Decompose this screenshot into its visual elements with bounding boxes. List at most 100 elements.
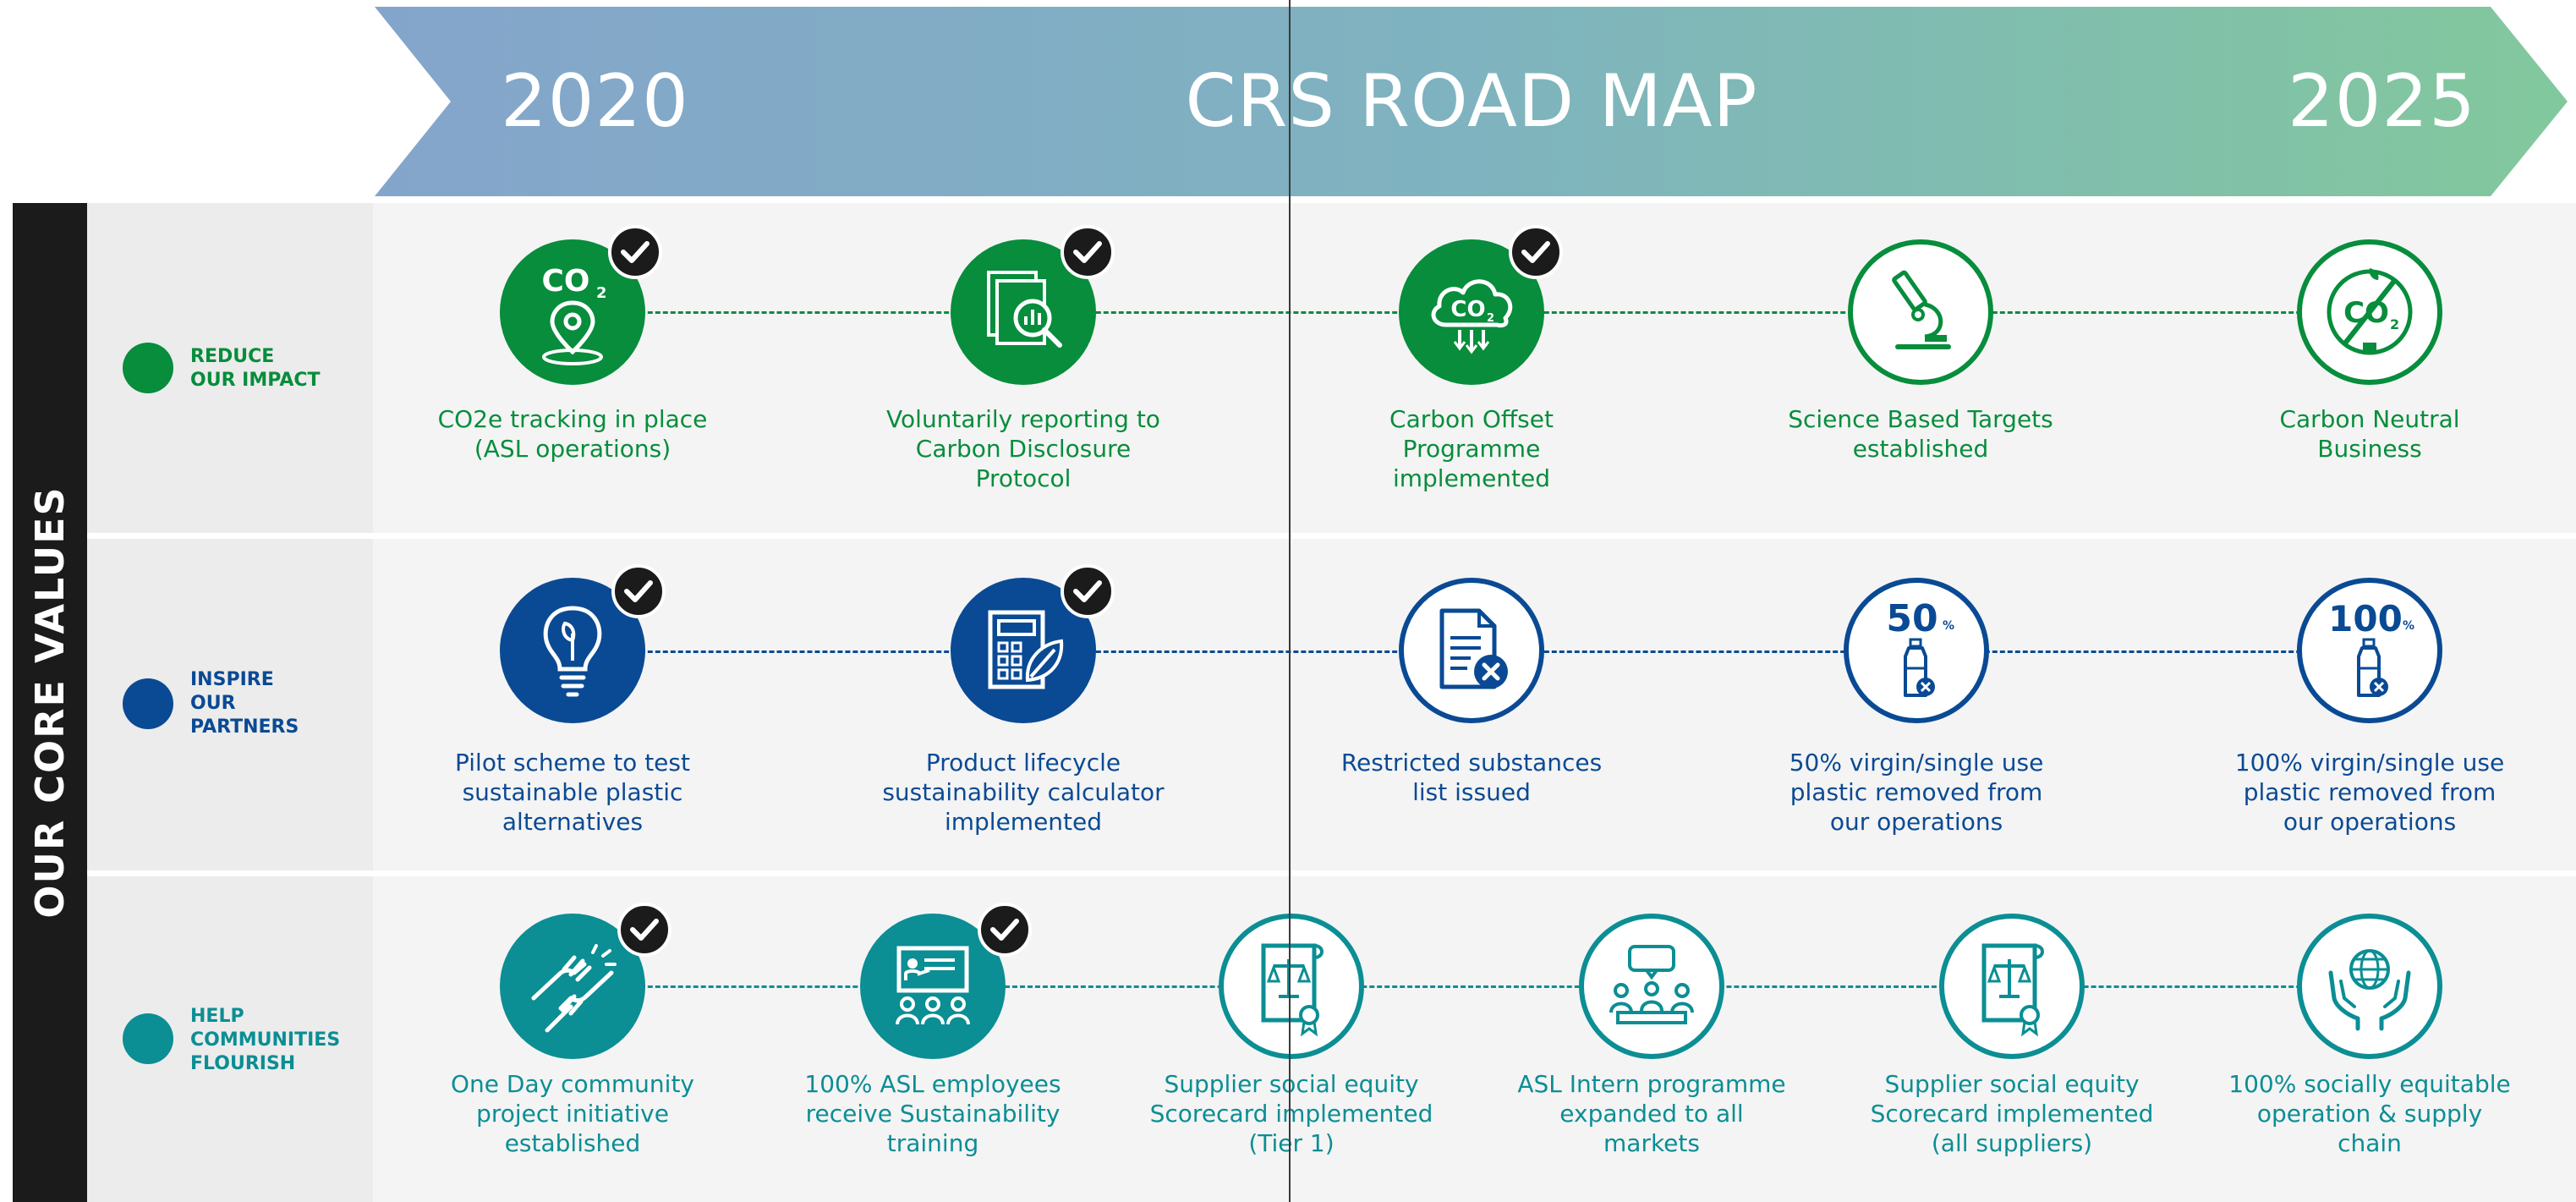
caption-line: project initiative: [476, 1100, 669, 1128]
caption-line: (all suppliers): [1931, 1129, 2093, 1157]
milestone-caption: 100% socially equitable operation & supp…: [2226, 1069, 2513, 1158]
caption-line: sustainability calculator: [882, 778, 1165, 806]
caption-line: receive Sustainability: [805, 1100, 1061, 1128]
caption-line: alternatives: [501, 808, 644, 836]
milestone-caption: 100% ASL employees receive Sustainabilit…: [789, 1069, 1077, 1158]
milestone-science-targets: [1848, 239, 1993, 385]
caption-line: Pilot scheme to test: [455, 749, 690, 777]
milestone-caption: Supplier social equity Scorecard impleme…: [1868, 1069, 2156, 1158]
calculator-leaf-icon: [988, 610, 1064, 689]
svg-text:2: 2: [596, 284, 607, 302]
caption-line: list issued: [1412, 778, 1531, 806]
milestone-plastic-50: 50 %: [1844, 578, 1989, 723]
caption-line: Voluntarily reporting to: [886, 405, 1160, 433]
svg-text:2: 2: [1487, 312, 1494, 325]
badge-number: 100: [2328, 598, 2403, 639]
core-values-band: OUR CORE VALUES: [13, 203, 87, 1202]
reduce-dot: [123, 343, 173, 393]
no-co2-plug-icon: CO 2: [2327, 268, 2413, 355]
milestone-caption: Carbon Offset Programme implemented: [1328, 404, 1615, 493]
row-label-line: PARTNERS: [190, 716, 299, 738]
svg-text:CO: CO: [1450, 297, 1485, 322]
caption-line: chain: [2338, 1129, 2402, 1157]
document-x-icon: [1439, 608, 1508, 689]
row-label-reduce: REDUCE OUR IMPACT: [190, 345, 321, 392]
svg-text:2: 2: [2390, 316, 2399, 332]
row-label-line: OUR: [190, 693, 236, 714]
milestone-caption: Pilot scheme to test sustainable plastic…: [429, 748, 716, 837]
report-magnifier-icon: [987, 271, 1062, 348]
caption-line: (ASL operations): [474, 435, 671, 463]
caption-line: Scorecard implemented: [1870, 1100, 2154, 1128]
milestone-scorecard-all: [1939, 914, 2085, 1059]
caption-line: implemented: [944, 808, 1103, 836]
milestone-caption: ASL Intern programme expanded to all mar…: [1508, 1069, 1795, 1158]
caption-line: Scorecard implemented: [1149, 1100, 1433, 1128]
completed-check-icon: [611, 564, 666, 618]
row-content-communities: [373, 876, 2576, 1202]
milestone-caption: Voluntarily reporting to Carbon Disclosu…: [880, 404, 1167, 493]
team-meeting-icon: [1609, 945, 1694, 1024]
globe-in-hands-icon: [2328, 949, 2411, 1031]
caption-line: 100% virgin/single use: [2234, 749, 2505, 777]
row-label-line: INSPIRE: [190, 669, 274, 690]
milestone-caption: Science Based Targets established: [1777, 404, 2064, 464]
row-label-line: REDUCE: [190, 346, 275, 367]
caption-line: our operations: [1829, 808, 2003, 836]
completed-check-icon: [978, 903, 1032, 957]
milestone-equitable-supply-chain: [2297, 914, 2442, 1059]
microscope-icon: [1892, 270, 1951, 349]
caption-line: Supplier social equity: [1884, 1070, 2140, 1098]
caption-line: plastic removed from: [1789, 778, 2043, 806]
caption-line: Carbon Disclosure Protocol: [915, 435, 1132, 492]
row-label-inspire: INSPIRE OUR PARTNERS: [190, 668, 299, 739]
milestone-intern-programme: [1579, 914, 1724, 1059]
milestone-caption: One Day community project initiative est…: [429, 1069, 716, 1158]
caption-line: 50% virgin/single use: [1789, 749, 2044, 777]
row-label-communities: HELP COMMUNITIES FLOURISH: [190, 1005, 340, 1076]
milestone-plastic-100: 100 %: [2297, 578, 2442, 723]
co2-cloud-icon: CO 2: [1431, 279, 1513, 354]
milestone-carbon-neutral: CO 2: [2297, 239, 2442, 385]
badge-number: 50: [1886, 597, 1937, 640]
completed-check-icon: [1061, 564, 1115, 618]
communities-timeline-connector: [572, 985, 2370, 988]
svg-text:CO: CO: [541, 264, 589, 299]
completed-check-icon: [617, 903, 671, 957]
milestone-caption: 100% virgin/single use plastic removed f…: [2226, 748, 2513, 837]
row-label-line: FLOURISH: [190, 1053, 296, 1074]
caption-line: Business: [2317, 435, 2422, 463]
badge-unit: %: [2403, 619, 2414, 633]
row-label-line: COMMUNITIES: [190, 1029, 341, 1051]
caption-line: 100% ASL employees: [804, 1070, 1061, 1098]
caption-line: Carbon Neutral: [2279, 405, 2460, 433]
caption-line: our operations: [2283, 808, 2457, 836]
caption-line: Science Based Targets: [1788, 405, 2053, 433]
caption-line: Supplier social equity: [1164, 1070, 1419, 1098]
bottle-100-percent-icon: 100 %: [2328, 598, 2414, 697]
milestone-caption: Carbon Neutral Business: [2226, 404, 2513, 464]
caption-line: established: [1852, 435, 1989, 463]
bottle-50-percent-icon: 50 %: [1886, 597, 1954, 697]
milestone-scorecard-tier1: [1219, 914, 1364, 1059]
caption-line: 100% socially equitable: [2228, 1070, 2511, 1098]
roadmap-title: CRS ROAD MAP: [1185, 59, 1758, 144]
caption-line: One Day community: [451, 1070, 694, 1098]
scales-certificate-icon: [1981, 943, 2044, 1037]
caption-line: training: [886, 1129, 979, 1157]
caption-line: operation & supply: [2256, 1100, 2483, 1128]
milestone-caption: CO2e tracking in place (ASL operations): [429, 404, 716, 464]
caption-line: established: [504, 1129, 641, 1157]
start-year: 2020: [501, 59, 689, 144]
caption-line: (Tier 1): [1248, 1129, 1335, 1157]
caption-line: implemented: [1392, 464, 1551, 492]
roadmap-banner-arrow: [375, 7, 2568, 196]
completed-check-icon: [1509, 225, 1563, 279]
completed-check-icon: [1061, 225, 1115, 279]
caption-line: ASL Intern programme: [1517, 1070, 1786, 1098]
lightbulb-leaf-icon: [543, 606, 602, 697]
milestone-caption: Supplier social equity Scorecard impleme…: [1148, 1069, 1435, 1158]
core-values-label: OUR CORE VALUES: [27, 486, 73, 919]
badge-unit: %: [1943, 619, 1954, 633]
caption-line: Restricted substances: [1340, 749, 1603, 777]
